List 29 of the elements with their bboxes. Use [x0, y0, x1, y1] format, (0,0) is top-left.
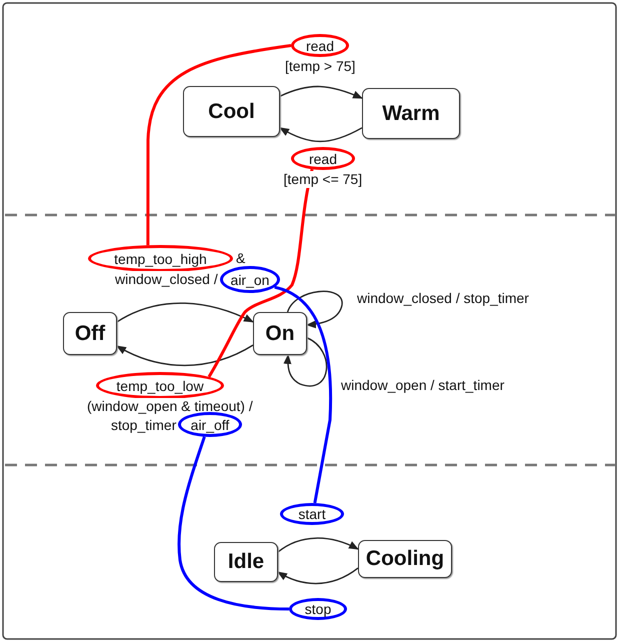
transition-text: [temp > 75] — [285, 58, 356, 75]
transition-arrow — [280, 86, 363, 99]
self-loop-arrow — [284, 337, 328, 387]
transition-arrow — [277, 568, 358, 584]
highlight-ellipse: air_off — [178, 412, 242, 437]
state-box: On — [253, 312, 307, 355]
transition-arrow — [278, 537, 359, 553]
transition-arrow — [116, 344, 254, 366]
transition-text: window_closed / — [115, 271, 218, 288]
highlight-ellipse: air_on — [220, 266, 280, 293]
edge-label: window_open / start_timer — [340, 377, 506, 394]
highlight-line — [274, 286, 332, 504]
highlight-line — [178, 436, 290, 610]
highlight-line — [208, 168, 314, 378]
transition-text: (window_open & timeout) / — [87, 398, 253, 415]
transition-arrow — [279, 127, 362, 142]
highlight-ellipse: stop — [289, 598, 347, 620]
state-box: Cool — [183, 86, 280, 137]
state-box: Off — [63, 312, 117, 355]
highlight-ellipse: start — [280, 503, 344, 525]
transition-text: [temp <= 75] — [284, 171, 362, 188]
edge-label: window_closed / stop_timer — [356, 290, 530, 307]
self-loop-arrow — [286, 290, 343, 328]
state-box: Cooling — [358, 540, 452, 578]
transition-text: stop_timer — [111, 417, 176, 434]
state-box: Idle — [214, 542, 278, 582]
highlight-line — [146, 44, 292, 246]
transition-arrow — [116, 302, 254, 323]
state-box: Warm — [362, 88, 460, 139]
